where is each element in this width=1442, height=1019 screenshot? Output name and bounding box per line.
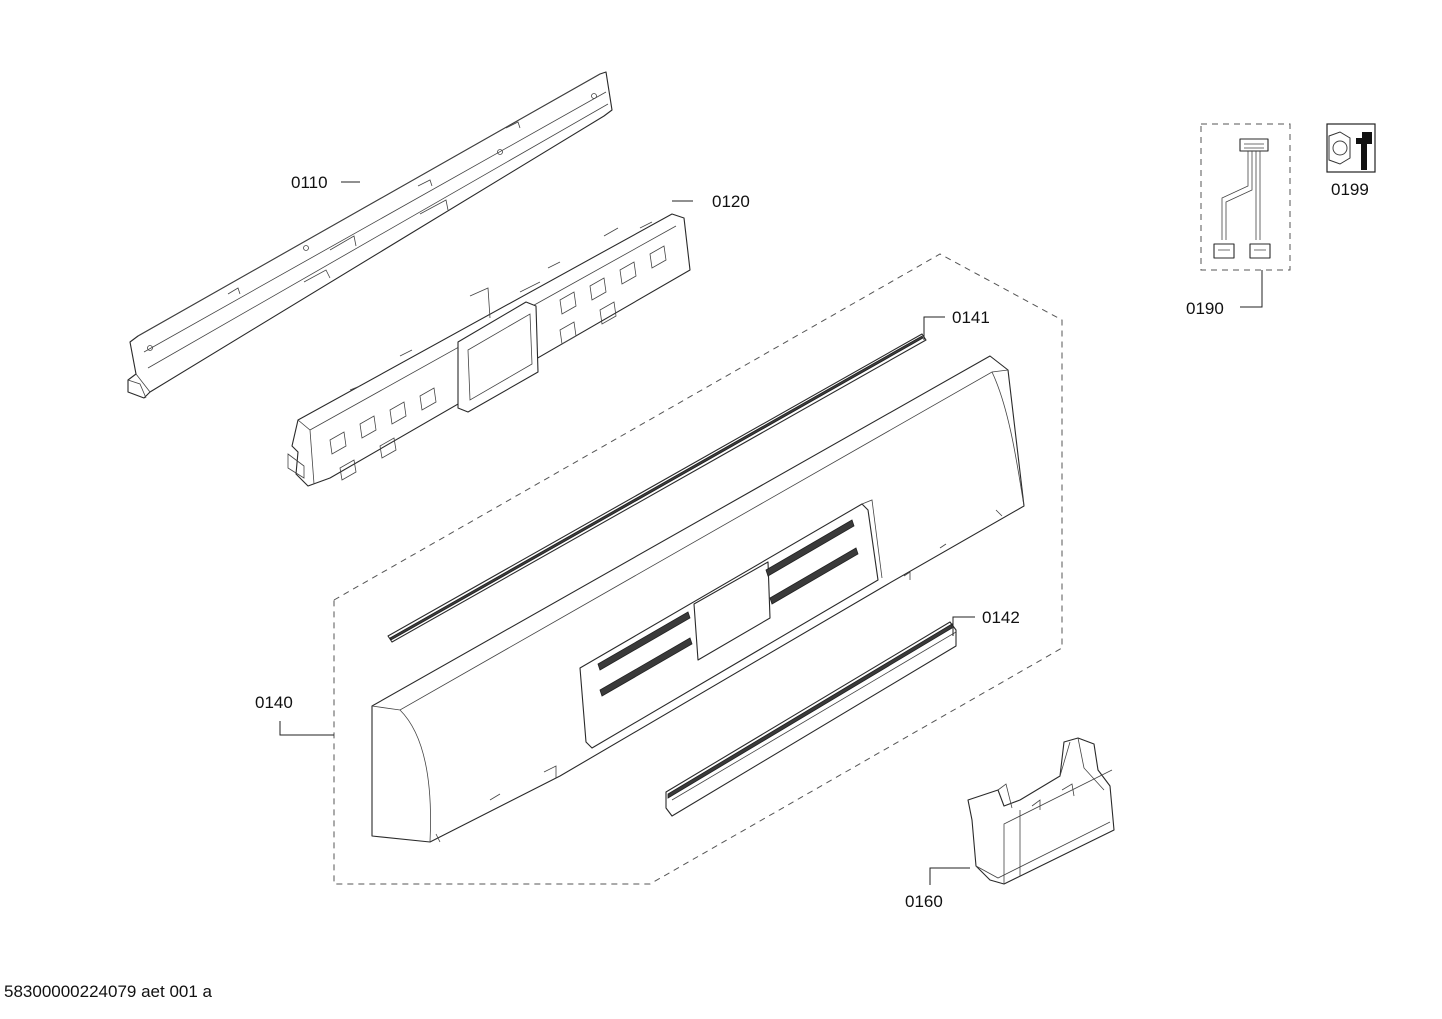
label-0190: 0190 [1186,299,1224,318]
part-0110-rail [127,71,613,399]
part-0160-bracket [967,737,1115,885]
part-0190-harness [1200,123,1291,271]
label-0160: 0160 [905,892,943,911]
part-0120-control-module [287,213,691,487]
drawing-reference-footer: 58300000224079 aet 001 a [4,982,212,1001]
part-0142-trim [665,621,957,817]
leader-0141 [923,316,945,340]
label-0199: 0199 [1331,180,1369,199]
leader-0160 [929,867,970,885]
part-0141-strip [387,333,927,643]
label-0142: 0142 [982,608,1020,627]
label-0110: 0110 [291,173,328,192]
label-0141: 0141 [952,308,990,327]
label-0140: 0140 [255,693,293,712]
label-0120: 0120 [712,192,750,211]
leader-0190 [1240,270,1263,308]
leader-0142 [952,616,975,636]
part-0140-fascia [371,355,1025,843]
assembly-outline-0140 [333,253,1063,885]
leader-0140 [279,721,334,736]
wrench-nut-service-icon [1326,123,1376,173]
